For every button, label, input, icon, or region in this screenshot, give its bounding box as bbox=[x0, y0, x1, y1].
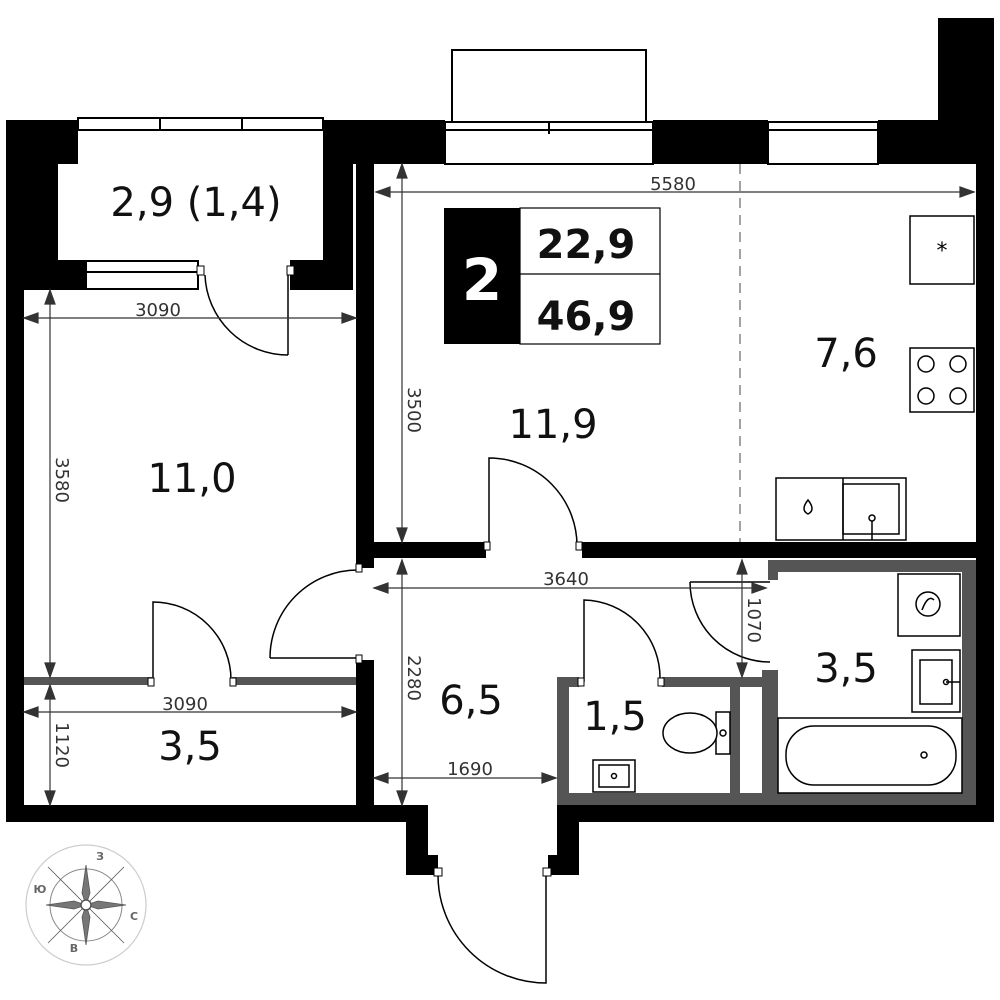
living-door bbox=[488, 457, 578, 550]
storage-door bbox=[152, 601, 232, 681]
balcony-right-return bbox=[290, 260, 323, 290]
bottom-wall-left bbox=[6, 805, 406, 822]
dim-bedroom-depth: 3580 bbox=[51, 457, 72, 503]
doors bbox=[152, 272, 771, 984]
wc-partition-left bbox=[557, 677, 569, 805]
door-stops bbox=[147, 265, 665, 877]
top-wall-right bbox=[878, 120, 938, 164]
fridge bbox=[909, 215, 975, 285]
compass: З Ю С В bbox=[25, 844, 147, 966]
badge-area-box bbox=[519, 207, 661, 345]
dim-storage-width: 3090 bbox=[162, 694, 208, 715]
entry-jamb-left-step bbox=[428, 855, 438, 875]
dishwasher-drop bbox=[803, 498, 813, 515]
entry-jamb-right-step bbox=[548, 855, 558, 875]
entry-jamb-left bbox=[406, 805, 428, 875]
balcony-window bbox=[77, 117, 324, 131]
area-storage: 3,5 bbox=[158, 724, 222, 770]
badge-living-area: 22,9 bbox=[537, 222, 636, 268]
bath-partition-top bbox=[768, 560, 976, 572]
kitchen-sink bbox=[842, 483, 900, 535]
bath-partition-left bbox=[768, 560, 778, 580]
dim-entry-width: 1690 bbox=[447, 759, 493, 780]
badge-rooms-box bbox=[444, 208, 520, 344]
living-bottom-wall-left bbox=[374, 542, 486, 558]
dim-kitchen-living-width: 5580 bbox=[650, 174, 696, 195]
bottom-wall-right bbox=[558, 805, 994, 822]
area-wc: 1,5 bbox=[583, 694, 647, 740]
balcony-left-pier bbox=[24, 164, 58, 290]
dim-bedroom-width: 3090 bbox=[135, 300, 181, 321]
windows bbox=[77, 49, 879, 290]
top-wall-mid bbox=[323, 120, 445, 164]
top-wall-left bbox=[6, 120, 78, 164]
badge-total-area: 46,9 bbox=[537, 294, 636, 340]
area-hall: 6,5 bbox=[439, 678, 503, 724]
balcony-door-frame bbox=[85, 260, 199, 290]
bath-partition-inner bbox=[762, 670, 778, 805]
left-wall bbox=[6, 164, 24, 822]
dim-hall-width: 3640 bbox=[543, 569, 589, 590]
bath-door bbox=[689, 581, 771, 663]
compass-north: З bbox=[96, 850, 104, 863]
balcony-left-return bbox=[58, 260, 86, 290]
area-living-room: 11,9 bbox=[508, 402, 597, 448]
washing-drum bbox=[915, 591, 941, 617]
top-wall-center bbox=[653, 120, 768, 164]
corner-column bbox=[938, 18, 994, 164]
shaft-partition bbox=[730, 677, 740, 805]
dim-bath-passage: 1070 bbox=[743, 597, 764, 643]
compass-west: Ю bbox=[34, 883, 47, 896]
burner-2 bbox=[949, 355, 967, 373]
fixtures bbox=[592, 215, 975, 794]
center-wall-top bbox=[356, 164, 374, 568]
fridge-icon: * bbox=[937, 239, 948, 264]
bedroom-door bbox=[269, 569, 359, 659]
entry-jamb-right bbox=[557, 805, 579, 875]
badge-rooms: 2 bbox=[462, 246, 502, 314]
burner-1 bbox=[917, 355, 935, 373]
area-kitchen: 7,6 bbox=[814, 331, 878, 377]
dim-storage-depth: 1120 bbox=[51, 722, 72, 768]
entry-door bbox=[437, 874, 547, 984]
living-bottom-wall-right bbox=[582, 542, 976, 558]
balcony-right-pier bbox=[323, 164, 353, 290]
bath-partition-right bbox=[962, 572, 976, 805]
dim-hall-depth: 2280 bbox=[403, 655, 424, 701]
kitchen-window bbox=[767, 121, 879, 165]
toilet-bowl bbox=[662, 712, 718, 754]
right-wall bbox=[976, 164, 994, 822]
burner-3 bbox=[917, 387, 935, 405]
storage-partition-left bbox=[24, 677, 152, 685]
burner-4 bbox=[949, 387, 967, 405]
living-window-bay bbox=[451, 49, 647, 131]
compass-south: В bbox=[70, 942, 78, 955]
area-bedroom: 11,0 bbox=[147, 456, 236, 502]
center-wall-bottom bbox=[356, 660, 374, 822]
wc-partition-top-b bbox=[662, 677, 768, 687]
balcony-door bbox=[204, 272, 289, 356]
dimension-lines bbox=[22, 162, 976, 807]
area-bathroom: 3,5 bbox=[814, 646, 878, 692]
compass-east: С bbox=[130, 910, 138, 923]
apartment-badge: 2 22,9 46,9 bbox=[444, 207, 661, 345]
wc-door bbox=[583, 599, 661, 682]
partitions bbox=[24, 560, 976, 805]
stove bbox=[909, 347, 975, 413]
dim-living-depth: 3500 bbox=[403, 387, 424, 433]
area-balcony: 2,9 (1,4) bbox=[110, 180, 281, 226]
storage-partition-right bbox=[232, 677, 356, 685]
walls bbox=[6, 18, 994, 875]
wc-partition-top-a bbox=[557, 677, 579, 687]
